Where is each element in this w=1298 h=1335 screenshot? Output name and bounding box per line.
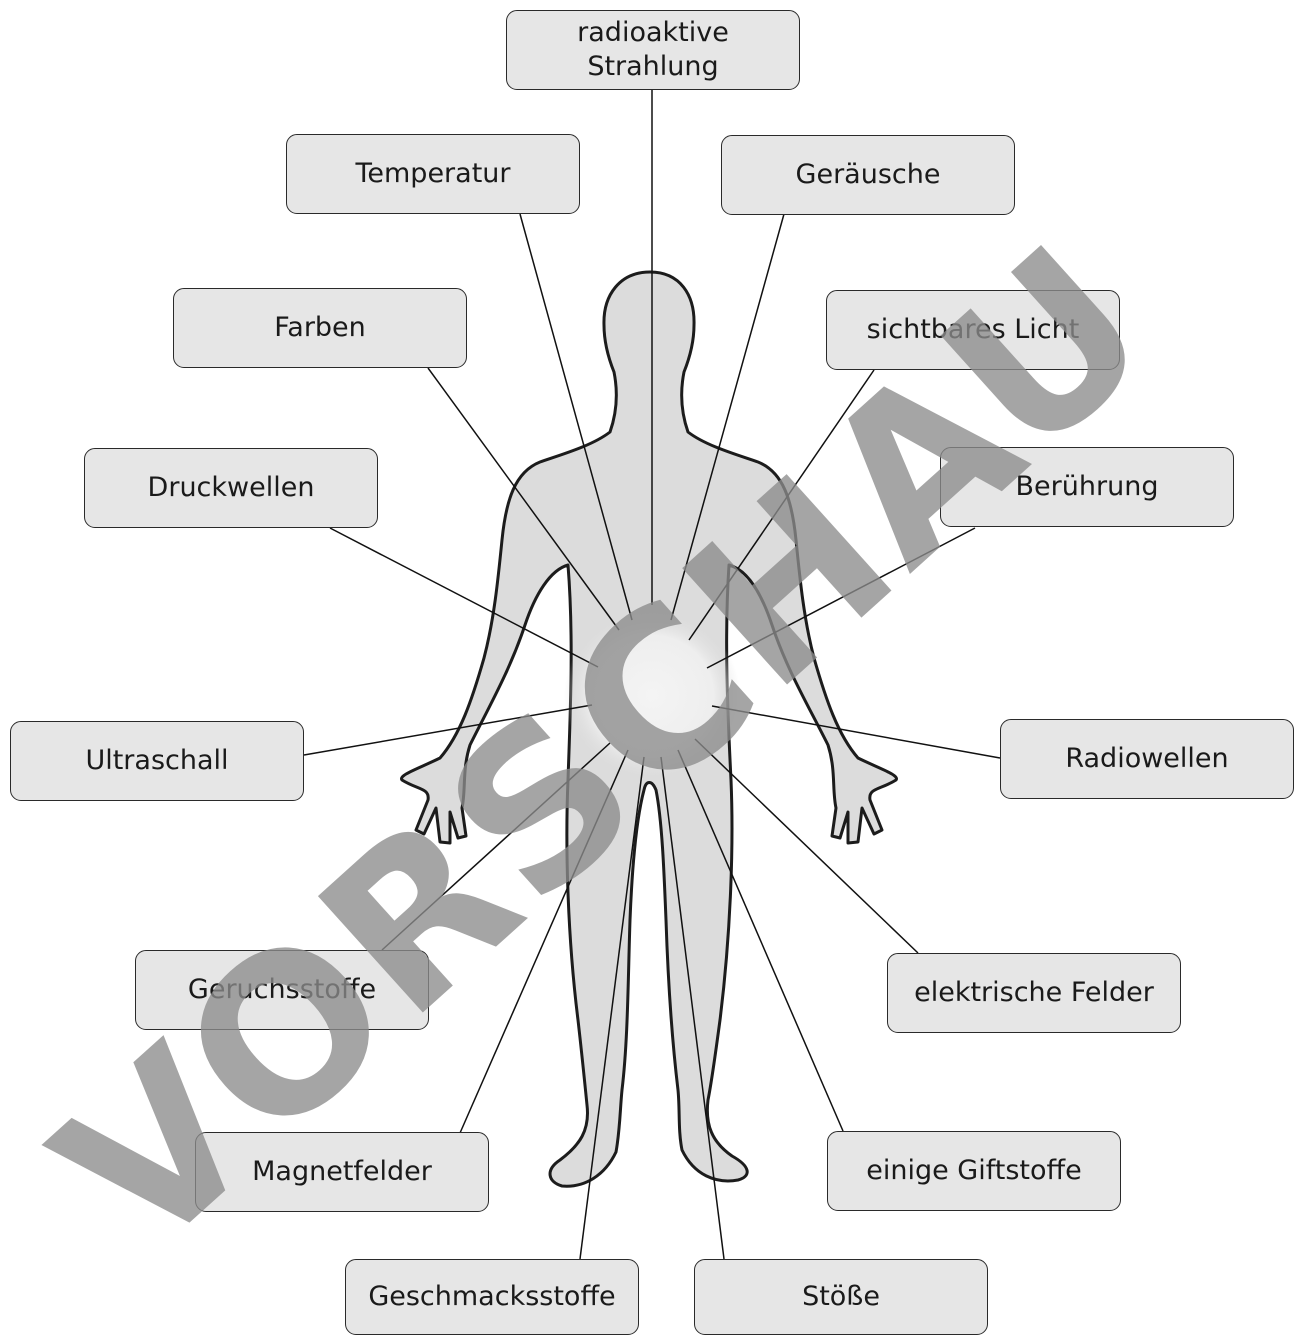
label-geruchsstoffe: Geruchsstoffe — [135, 950, 429, 1030]
connector-radiowellen — [712, 706, 1000, 758]
abdomen-glow — [564, 610, 740, 780]
label-magnetfelder: Magnetfelder — [195, 1132, 489, 1212]
label-farben: Farben — [173, 288, 467, 368]
label-elektrische-felder: elektrische Felder — [887, 953, 1181, 1033]
label-geraeusche: Geräusche — [721, 135, 1015, 215]
label-stoesse: Stöße — [694, 1259, 988, 1335]
label-ultraschall: Ultraschall — [10, 721, 304, 801]
label-sichtbares-licht: sichtbares Licht — [826, 290, 1120, 370]
label-einige-giftstoffe: einige Giftstoffe — [827, 1131, 1121, 1211]
label-beruehrung: Berührung — [940, 447, 1234, 527]
label-temperatur: Temperatur — [286, 134, 580, 214]
label-geschmacksstoffe: Geschmacksstoffe — [345, 1259, 639, 1335]
label-radioaktive-strahlung: radioaktive Strahlung — [506, 10, 800, 90]
label-radiowellen: Radiowellen — [1000, 719, 1294, 799]
label-druckwellen: Druckwellen — [84, 448, 378, 528]
